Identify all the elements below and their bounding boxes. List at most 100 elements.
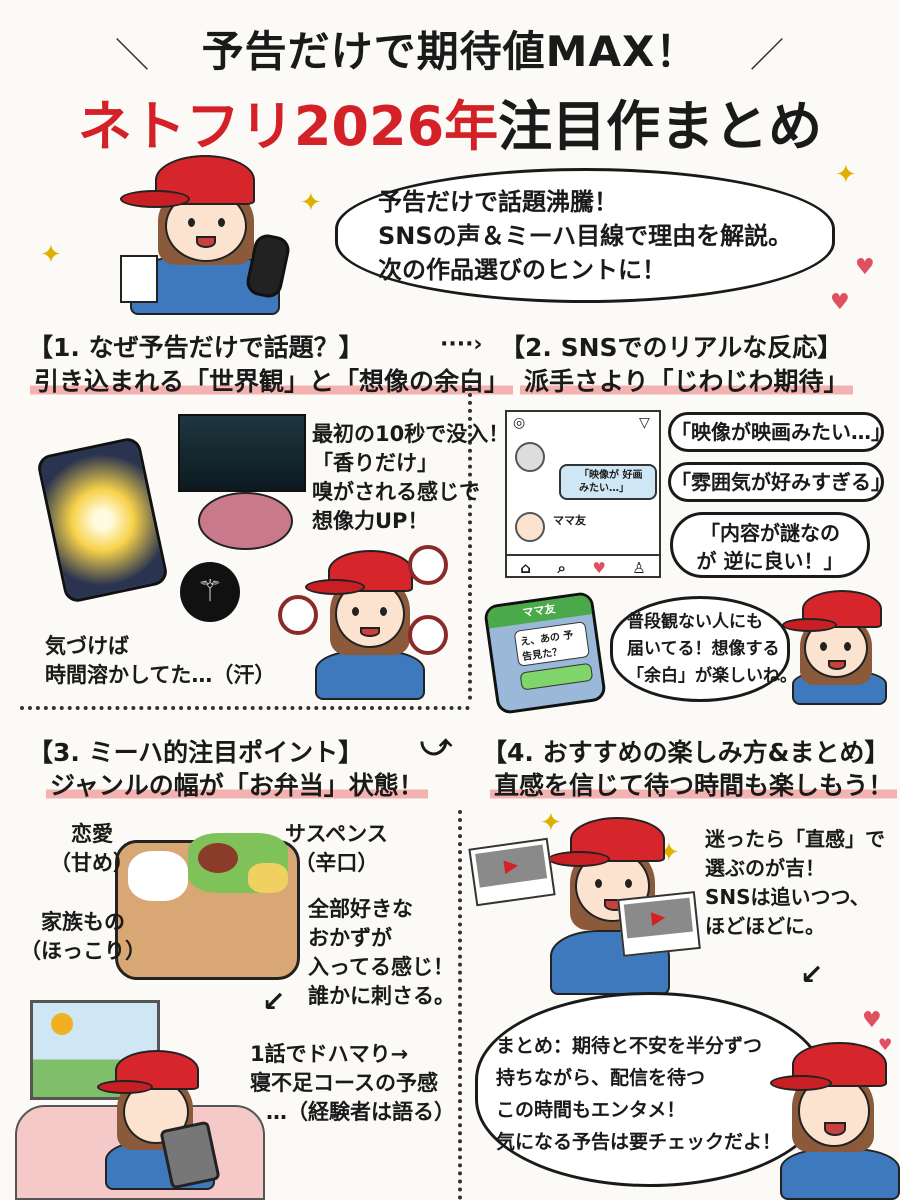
- text-line: 普段観ない人にも: [627, 612, 763, 632]
- divider-vertical: [458, 810, 462, 1200]
- text-line: 迷ったら「直感」で: [705, 827, 885, 851]
- text-line: 「香りだけ」: [312, 451, 438, 475]
- text-line: 嗅がされる感じで: [312, 480, 480, 504]
- clock-icon: [278, 595, 318, 635]
- curved-arrow-icon: ⤻: [420, 728, 453, 763]
- section1-caption: 気づけば 時間溶かしてた…（汗）: [45, 632, 275, 690]
- play-icon[interactable]: ▶: [623, 897, 693, 939]
- avatar: [515, 442, 545, 472]
- burst-lines-left-icon: ＼: [115, 36, 149, 76]
- down-arrow-icon: ↙: [800, 958, 824, 991]
- heart-icon: ♥: [862, 1008, 882, 1033]
- page-title-line2: ネトフリ2026年注目作まとめ: [0, 82, 900, 161]
- video-thumbnail[interactable]: ▶: [468, 837, 556, 907]
- text-line: ほどほどに。: [705, 914, 825, 938]
- section3-heading: 【3. ミーハ的注目ポイント】: [28, 738, 364, 767]
- mascot-with-phone: [110, 150, 310, 315]
- intro-line: 次の作品選びのヒントに！: [378, 256, 666, 284]
- page-title-line1: 予告だけで期待値MAX！: [201, 27, 699, 76]
- dark-forest-scene: [178, 414, 306, 492]
- text-line: まとめ：期待と不安を半分ずつ: [496, 1035, 763, 1057]
- sparkle-icon: ✦: [40, 240, 62, 270]
- post-quote: 「映像が 好画みたい…」: [559, 464, 657, 500]
- text-line: …（経験者は語る）: [266, 1100, 455, 1124]
- sparkle-icon: ✦: [835, 160, 857, 190]
- clock-icon: [408, 615, 448, 655]
- down-arrow-icon: ↙: [262, 985, 286, 1018]
- text-line: 入ってる感じ！: [308, 955, 454, 979]
- mascot-holding-trailers: [540, 815, 680, 995]
- bento-box-illustration: [115, 833, 300, 980]
- section4-text: 迷ったら「直感」で 選ぶのが吉！ SNSは追いつつ、 ほどほどに。: [705, 825, 885, 941]
- mystery-symbol-icon: ⚚: [180, 562, 240, 622]
- post-username: ママ友: [553, 514, 586, 527]
- text-line: 家族もの: [41, 910, 125, 934]
- section3-caption: 1話でドハマり→ 寝不足コースの予感 …（経験者は語る）: [250, 1040, 455, 1127]
- romance-silhouette-cloud: [198, 492, 293, 550]
- section1-subheading: 引き込まれる「世界観」と「想像の余白」: [30, 362, 514, 398]
- section4-heading: 【4. おすすめの楽しみ方&まとめ】: [482, 738, 890, 767]
- text-line: 全部好きな: [308, 897, 413, 921]
- profile-icon[interactable]: ♙: [632, 559, 646, 577]
- summary-speech-bubble: まとめ：期待と不安を半分ずつ 持ちながら、配信を待つ この時間もエンタメ！ 気に…: [475, 992, 825, 1187]
- clock-icon: [408, 545, 448, 585]
- text-line: 「余白」が楽しいね。: [627, 666, 797, 686]
- smiling-mascot: [782, 590, 892, 705]
- happy-mascot: [770, 1040, 900, 1200]
- sleepy-mascot-with-tablet: [95, 1050, 225, 1190]
- text-line: 想像力UP！: [312, 509, 429, 533]
- divider-vertical: [468, 385, 472, 700]
- text-line: 気づけば: [45, 634, 129, 658]
- avatar: [515, 512, 545, 542]
- heart-icon: ♥: [855, 255, 875, 280]
- text-line: 選ぶのが吉！: [705, 856, 825, 880]
- section1-text: 最初の10秒で没入！ 「香りだけ」 嗅がされる感じで 想像力UP！: [312, 420, 509, 536]
- text-line: サスペンス: [285, 822, 388, 846]
- label-family: 家族もの （ほっこり）: [20, 908, 146, 966]
- play-icon[interactable]: ▶: [475, 844, 548, 888]
- title-black-part: 注目作まとめ: [498, 95, 823, 158]
- divider-horizontal: [20, 706, 470, 710]
- intro-speech-bubble: 予告だけで話題沸騰！ SNSの声＆ミーハ目線で理由を解説。 次の作品選びのヒント…: [335, 168, 835, 303]
- send-icon: ▽: [639, 415, 650, 431]
- notepad-icon: [120, 255, 158, 303]
- reaction-bubble: 「映像が映画みたい…」: [668, 412, 891, 452]
- chat-reply: [519, 662, 594, 691]
- section2-subheading: 派手さより「じわじわ期待」: [520, 362, 853, 398]
- label-romance: 恋愛 （甘め）: [50, 820, 134, 878]
- text-line: 届いてる！想像する: [627, 639, 780, 659]
- section3-text: 全部好きな おかずが 入ってる感じ！ 誰かに刺さる。: [308, 895, 455, 1011]
- intro-line: SNSの声＆ミーハ目線で理由を解説。: [378, 222, 793, 250]
- section3-subheading: ジャンルの幅が「お弁当」状態！: [46, 766, 428, 802]
- intro-line: 予告だけで話題沸騰！: [378, 188, 618, 216]
- sparkle-icon: ✦: [540, 808, 562, 838]
- section2-heading: 【2. SNSでのリアルな反応】: [500, 333, 843, 362]
- reaction-bubble: 「内容が謎なのが 逆に良い！」: [670, 512, 870, 578]
- text-line: （辛口）: [294, 851, 379, 875]
- reaction-bubble: 「雰囲気が好みすぎる」: [668, 462, 891, 502]
- text-line: （甘め）: [50, 851, 134, 875]
- glowing-phone-illustration: [35, 435, 170, 605]
- heart-icon: ♥: [830, 290, 850, 315]
- search-icon[interactable]: ⌕: [557, 559, 566, 577]
- chat-phone-mockup: ママ友 え、あの 予告見た？: [482, 590, 608, 716]
- video-thumbnail[interactable]: ▶: [617, 891, 701, 957]
- text-line: 時間溶かしてた…（汗）: [45, 663, 276, 687]
- sun-icon: [51, 1013, 73, 1035]
- burst-lines-right-icon: ／: [750, 36, 784, 76]
- title-red-part: ネトフリ2026年: [77, 95, 499, 158]
- heart-icon[interactable]: ♥: [592, 559, 606, 577]
- section2-speech-bubble: 普段観ない人にも 届いてる！想像する 「余白」が楽しいね。: [610, 596, 797, 702]
- text-line: 持ちながら、配信を待つ: [496, 1067, 706, 1089]
- dizzy-mascot: [300, 545, 440, 700]
- dotted-arrow-icon: ····›: [440, 332, 483, 357]
- text-line: 恋愛: [71, 822, 113, 846]
- text-line: （ほっこり）: [20, 939, 146, 963]
- text-line: 最初の10秒で没入！: [312, 422, 510, 446]
- section4-subheading: 直感を信じて待つ時間も楽しもう！: [490, 766, 898, 802]
- chat-message: え、あの 予告見た？: [513, 621, 590, 667]
- sparkle-icon: ✦: [300, 188, 322, 218]
- home-icon[interactable]: ⌂: [520, 559, 531, 577]
- label-suspense: サスペンス （辛口）: [285, 820, 388, 878]
- section1-heading: 【1. なぜ予告だけで話題？】: [28, 333, 364, 362]
